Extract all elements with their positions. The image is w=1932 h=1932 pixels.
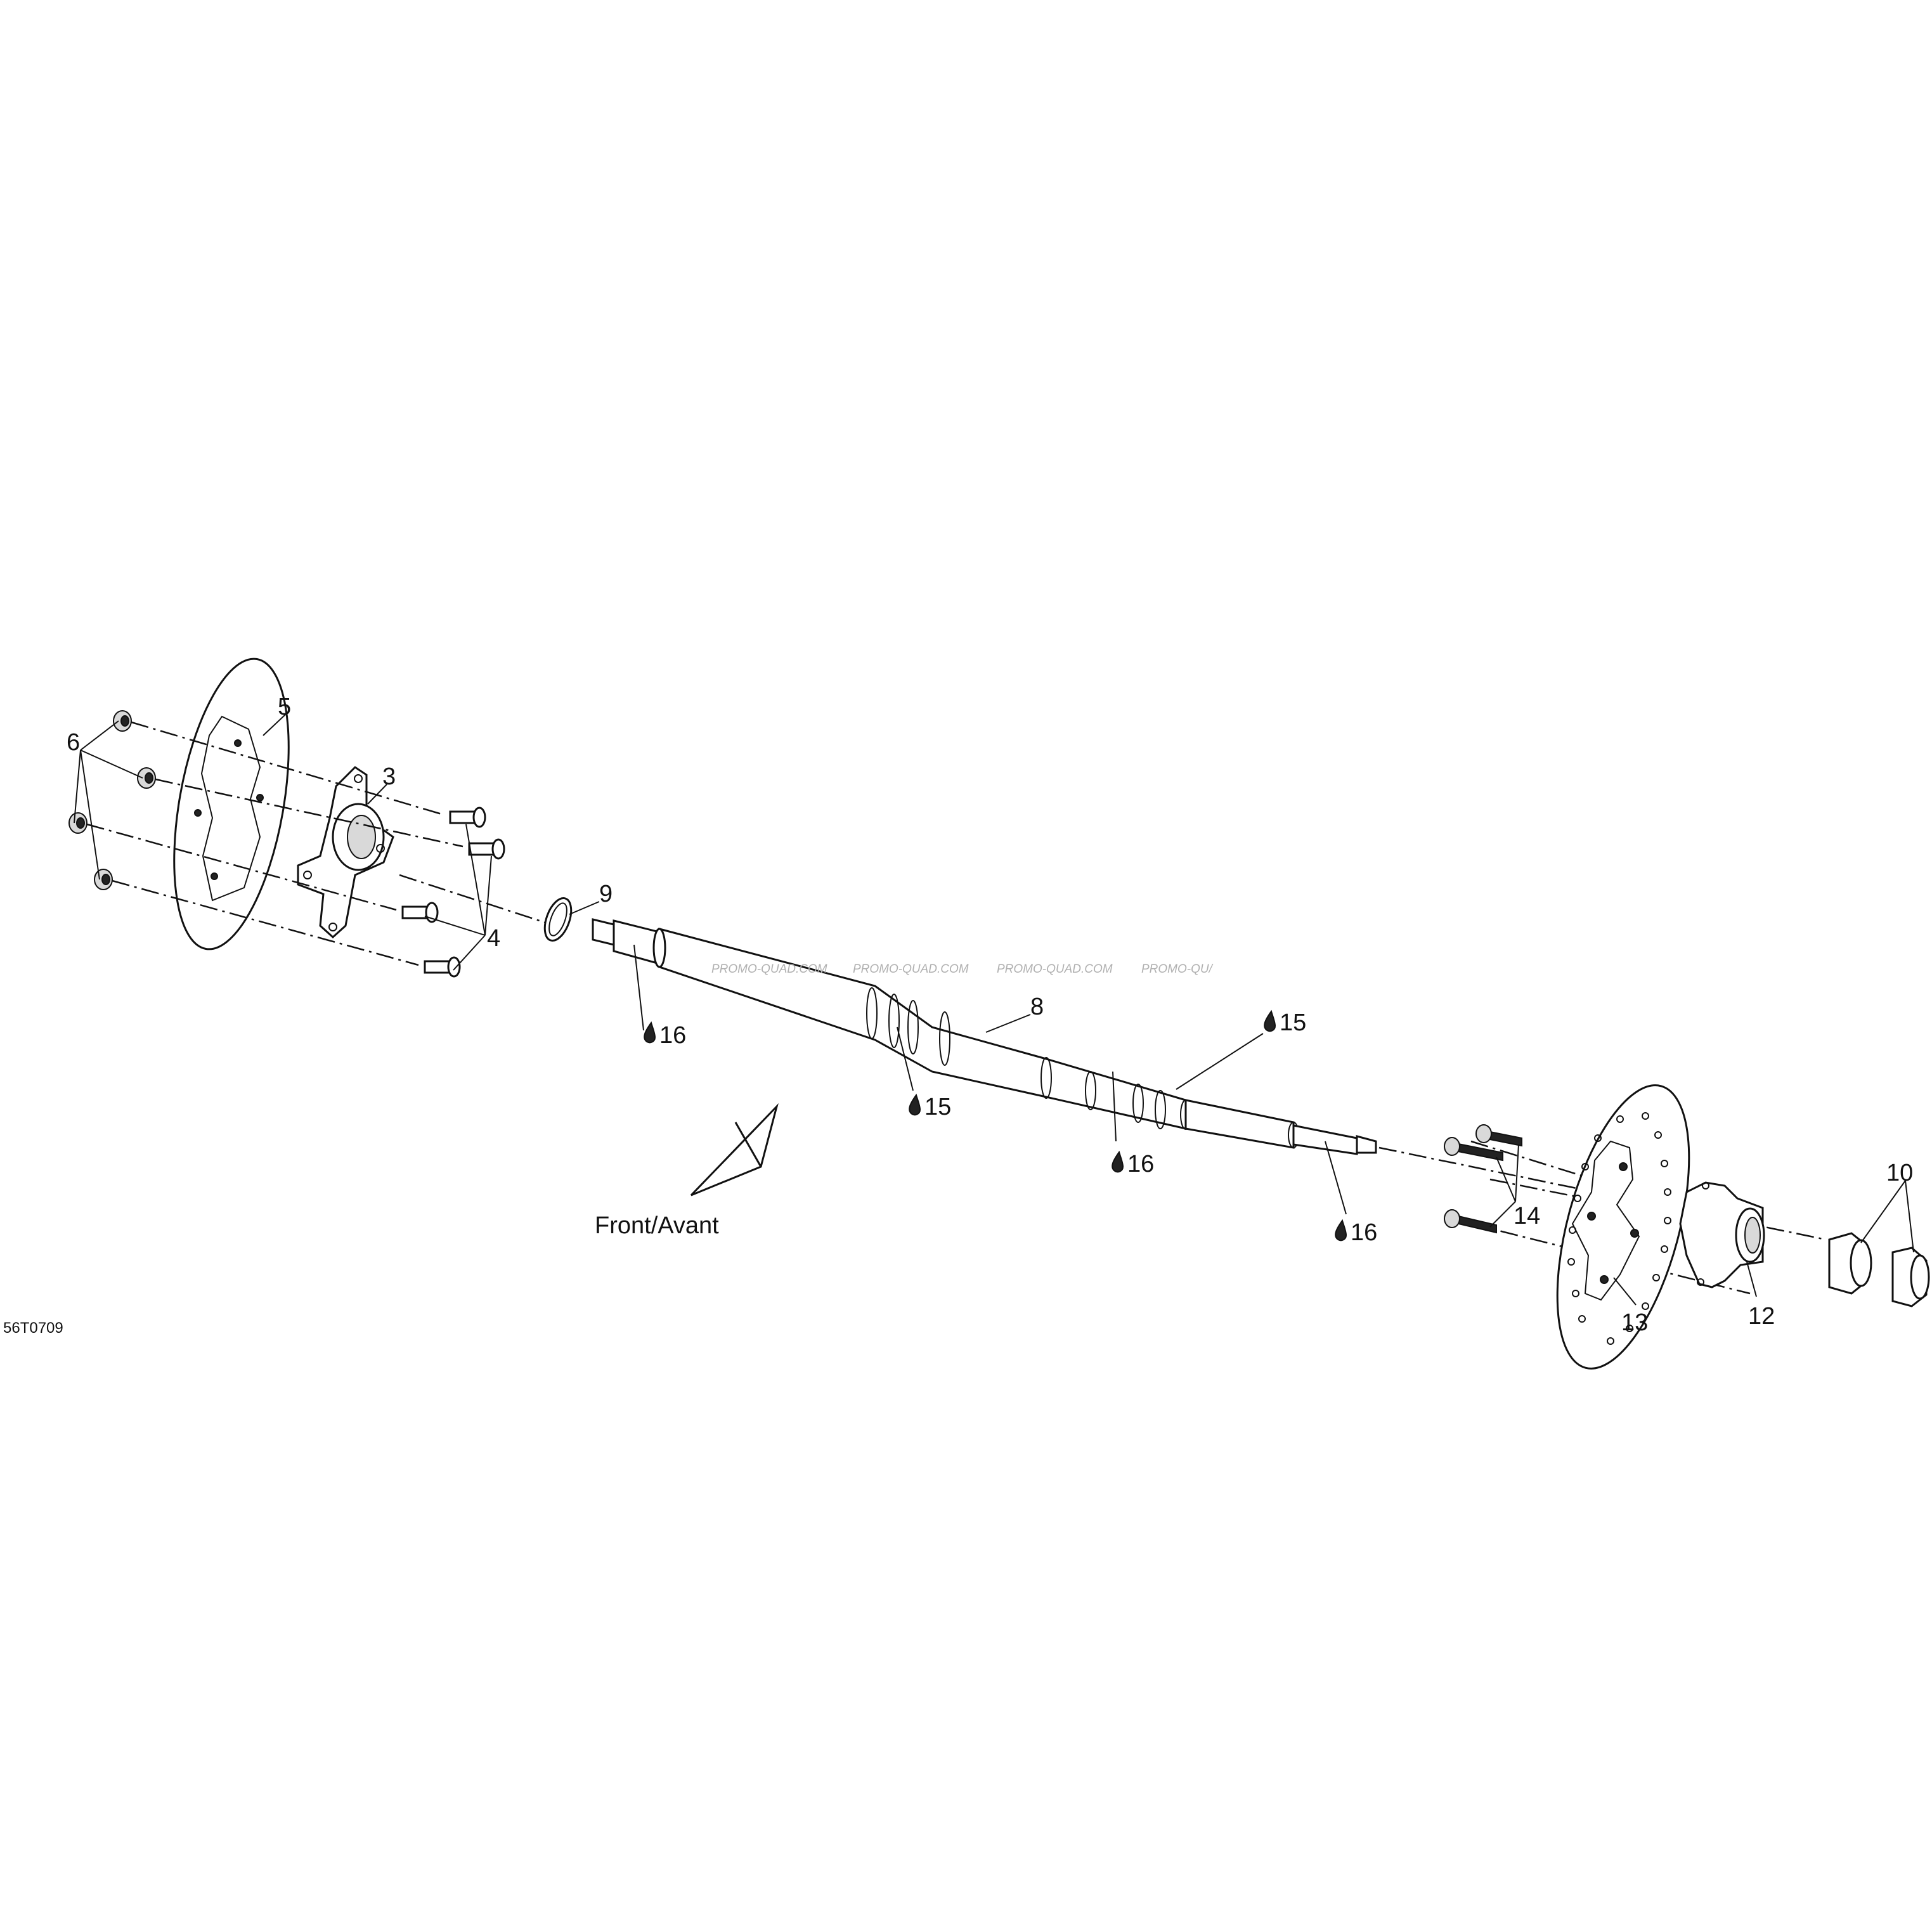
callout-10: 10 [1886, 1160, 1913, 1186]
lubricant-drop-icon [909, 1093, 921, 1116]
callout-15: 15 [1280, 1009, 1306, 1036]
lubricant-drop-icon [1335, 1219, 1347, 1242]
bolt-group-4 [401, 807, 505, 978]
bolt [1475, 1124, 1522, 1147]
watermark: PROMO-QUAD.COM PROMO-QUAD.COM PROMO-QUAD… [711, 963, 1214, 976]
callout-13: 13 [1621, 1309, 1648, 1336]
callout-16: 16 [1127, 1151, 1154, 1177]
nut [94, 869, 113, 890]
bolt [1444, 1137, 1503, 1162]
bolt [401, 902, 439, 923]
hex-nut [1828, 1232, 1872, 1295]
callout-3: 3 [382, 763, 396, 790]
callout-9: 9 [599, 881, 613, 907]
callout-16: 16 [1351, 1219, 1377, 1246]
brake-disc-right [1556, 1084, 1690, 1370]
callout-4: 4 [487, 925, 500, 952]
lubricant-drop-icon [1112, 1150, 1124, 1173]
circlip [543, 897, 573, 942]
hex-nut [1891, 1247, 1930, 1307]
callout-16: 16 [659, 1022, 686, 1049]
disc-vent-holes [1567, 1112, 1671, 1345]
bolt [424, 956, 461, 978]
nut-group-6 [68, 710, 156, 890]
bolt [468, 838, 505, 860]
front-direction-arrow [690, 1103, 779, 1196]
callout-6: 6 [67, 729, 80, 756]
watermark-text: PROMO-QUAD.COM [853, 963, 969, 976]
front-label: Front/Avant [595, 1212, 719, 1239]
brake-disc-left [173, 658, 290, 950]
leader-lines [74, 714, 1914, 1306]
callout-12: 12 [1748, 1303, 1775, 1330]
callout-15: 15 [924, 1094, 951, 1120]
callout-8: 8 [1030, 994, 1044, 1020]
bolt [1444, 1209, 1497, 1234]
bolt [449, 807, 486, 828]
lubricant-drop-icon [644, 1021, 656, 1044]
hub-right [1679, 1181, 1765, 1288]
callout-14: 14 [1514, 1203, 1540, 1229]
bolt-group-14 [1444, 1124, 1522, 1234]
nut [137, 767, 156, 789]
callout-5: 5 [278, 694, 291, 720]
watermark-text: PROMO-QUAD.COM [997, 963, 1113, 976]
assembly-lines-left [86, 721, 546, 966]
figure-code: 56T0709 [3, 1319, 63, 1337]
watermark-text: PROMO-QU/ [1141, 963, 1214, 976]
nut [68, 812, 88, 834]
watermark-text: PROMO-QUAD.COM [711, 963, 827, 976]
lubricant-drop-icon [1264, 1009, 1276, 1032]
axle-shaft [592, 918, 1377, 1155]
nut-group-10 [1828, 1232, 1930, 1307]
nut [113, 710, 132, 732]
